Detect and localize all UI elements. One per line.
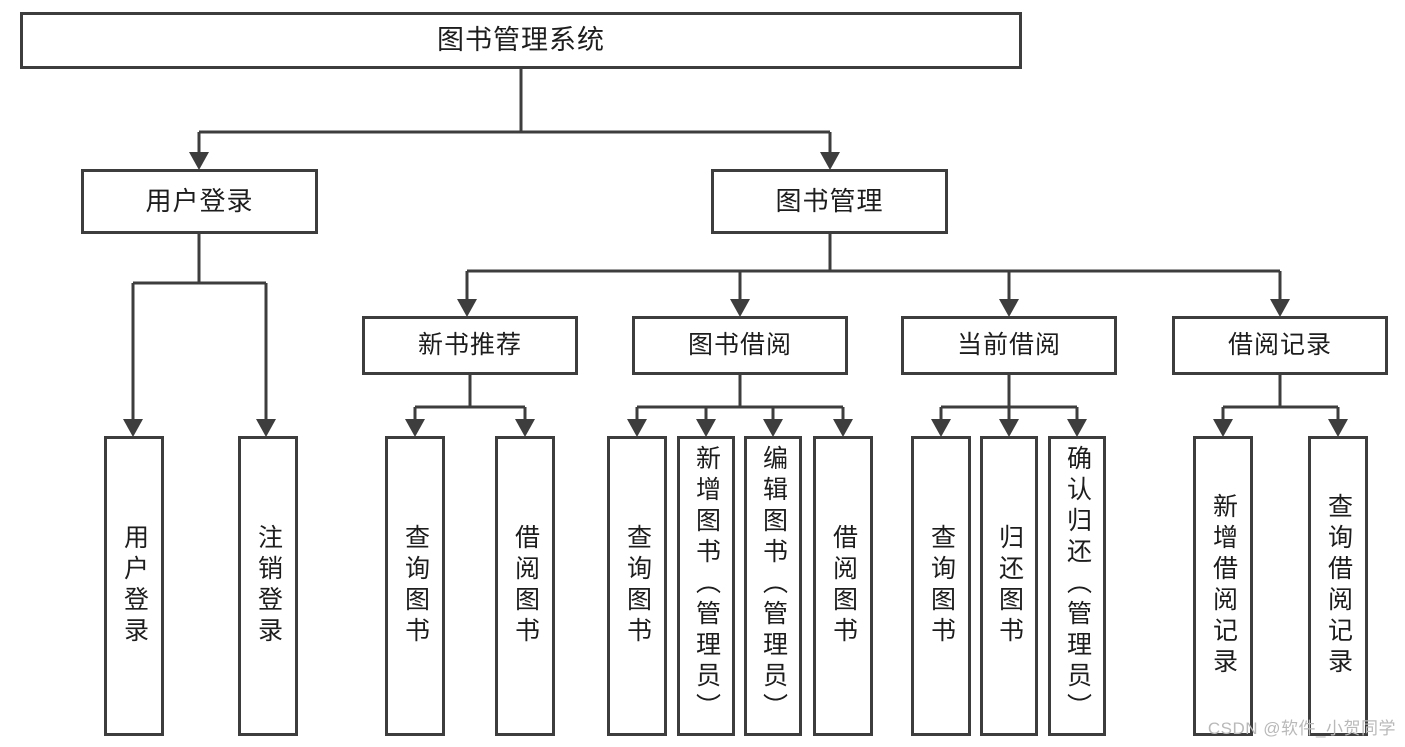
node-label: 查询图书 (623, 524, 652, 648)
node-label: 图书管理系统 (437, 25, 605, 56)
leaf-user-logout[interactable]: 注销登录 (238, 436, 298, 736)
node-current-borrow[interactable]: 当前借阅 (901, 316, 1117, 375)
node-label: 借阅记录 (1227, 330, 1332, 359)
node-label: 图书管理 (775, 186, 884, 217)
leaf-add-book-admin[interactable]: 新增图书（管理员） (677, 436, 735, 736)
leaf-borrow-book-recommend[interactable]: 借阅图书 (495, 436, 555, 736)
leaf-borrow-book[interactable]: 借阅图书 (813, 436, 873, 736)
node-label: 查询图书 (927, 524, 956, 648)
leaf-confirm-return-admin[interactable]: 确认归还（管理员） (1048, 436, 1106, 736)
node-book-management[interactable]: 图书管理 (711, 169, 948, 234)
node-label: 确认归还（管理员） (1063, 445, 1092, 724)
node-root-system[interactable]: 图书管理系统 (20, 12, 1022, 69)
node-label: 新增借阅记录 (1209, 493, 1238, 679)
node-label: 当前借阅 (956, 330, 1061, 359)
node-label: 查询借阅记录 (1324, 493, 1353, 679)
csdn-watermark: CSDN @软件_小贺同学 (1207, 719, 1396, 738)
leaf-edit-book-admin[interactable]: 编辑图书（管理员） (744, 436, 802, 736)
node-label: 注销登录 (254, 524, 283, 648)
leaf-user-login[interactable]: 用户登录 (104, 436, 164, 736)
node-label: 借阅图书 (829, 524, 858, 648)
node-user-login[interactable]: 用户登录 (81, 169, 318, 234)
node-label: 查询图书 (401, 524, 430, 648)
leaf-query-book-borrow[interactable]: 查询图书 (607, 436, 667, 736)
node-label: 编辑图书（管理员） (759, 445, 788, 724)
node-label: 图书借阅 (687, 330, 792, 359)
node-new-book-recommend[interactable]: 新书推荐 (362, 316, 578, 375)
leaf-query-borrow-record[interactable]: 查询借阅记录 (1308, 436, 1368, 736)
leaf-return-book[interactable]: 归还图书 (980, 436, 1038, 736)
node-label: 借阅图书 (511, 524, 540, 648)
node-borrow-record[interactable]: 借阅记录 (1172, 316, 1388, 375)
leaf-query-book-recommend[interactable]: 查询图书 (385, 436, 445, 736)
node-label: 归还图书 (995, 524, 1024, 648)
node-label: 新增图书（管理员） (692, 445, 721, 724)
node-label: 用户登录 (145, 186, 254, 217)
node-label: 用户登录 (120, 524, 149, 648)
leaf-query-book-current[interactable]: 查询图书 (911, 436, 971, 736)
node-book-borrow[interactable]: 图书借阅 (632, 316, 848, 375)
node-label: 新书推荐 (417, 330, 522, 359)
leaf-add-borrow-record[interactable]: 新增借阅记录 (1193, 436, 1253, 736)
